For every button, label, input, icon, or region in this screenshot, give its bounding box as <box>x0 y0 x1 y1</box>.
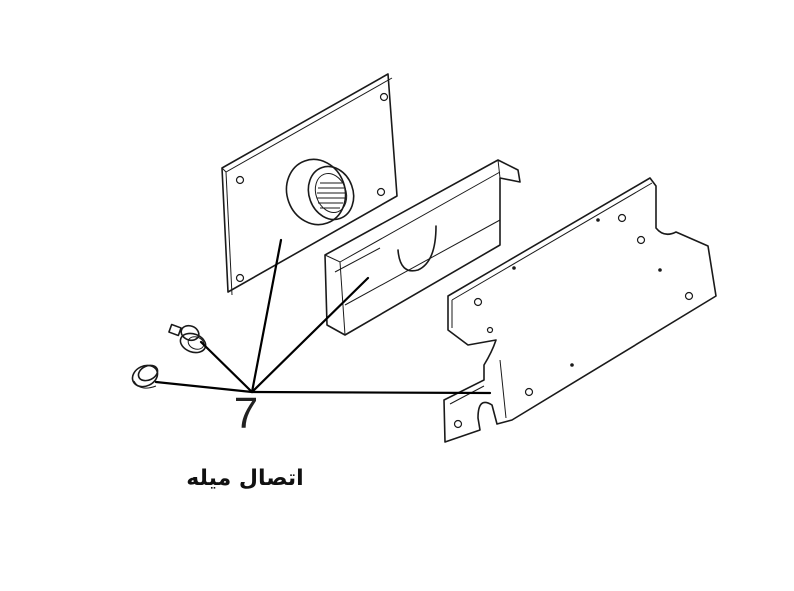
bushing-ring <box>131 364 159 389</box>
part-caption: اتصال میله <box>186 466 304 491</box>
channel-bracket <box>324 159 521 336</box>
bolt <box>168 323 207 354</box>
mounting-plate-with-bearing <box>221 73 398 296</box>
side-frame-plate <box>443 177 717 443</box>
leader-lines <box>154 238 492 395</box>
callout-number: 7 <box>233 389 259 438</box>
